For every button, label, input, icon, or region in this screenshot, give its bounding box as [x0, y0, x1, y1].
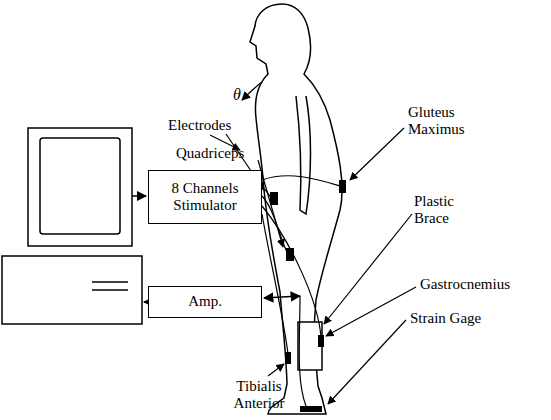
stimulator-wires — [262, 176, 340, 354]
electrodes — [270, 180, 346, 364]
angle-symbol: θ — [233, 86, 241, 104]
part-label: Gluteus Maximus — [408, 104, 486, 137]
part-label: Tibialis Anterior — [222, 378, 296, 411]
strain-gage — [300, 406, 322, 412]
arm — [296, 96, 311, 214]
part-label: Plastic Brace — [414, 193, 476, 226]
signal-line — [132, 195, 146, 197]
computer — [2, 128, 142, 324]
device-box: 8 Channels Stimulator — [148, 170, 262, 224]
part-label: Electrodes — [168, 117, 231, 134]
angle-arrow — [242, 82, 262, 100]
part-label: Strain Gage — [410, 310, 481, 327]
gage-wire — [299, 296, 306, 406]
part-label: Gastrocnemius — [420, 276, 510, 293]
part-label: Quadriceps — [176, 145, 244, 162]
box-label: 8 Channels Stimulator — [155, 180, 255, 215]
device-box: Amp. — [148, 286, 262, 318]
box-label: Amp. — [188, 293, 222, 310]
signal-line — [264, 296, 300, 298]
person-silhouette — [250, 4, 342, 414]
